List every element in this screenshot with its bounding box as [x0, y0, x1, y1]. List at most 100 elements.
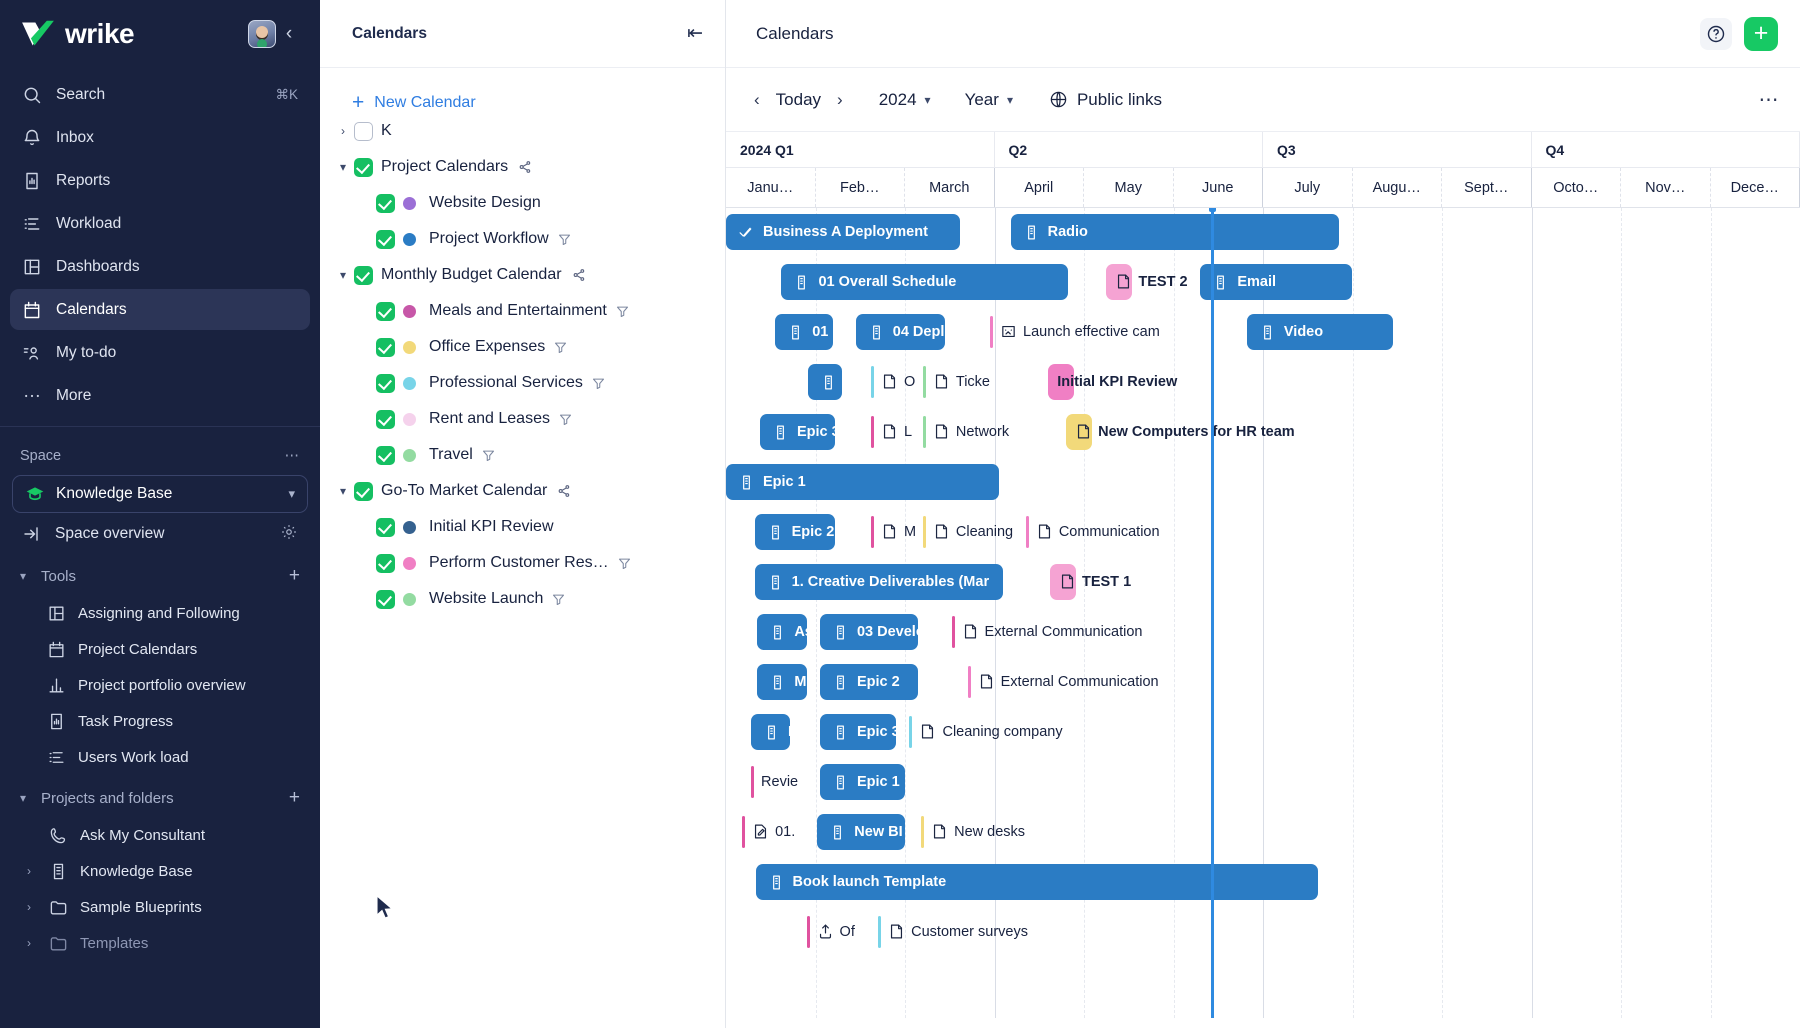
user-avatar[interactable] [248, 20, 276, 48]
milestone-marker[interactable]: Customer surveys [878, 914, 1028, 950]
filter-icon[interactable] [553, 340, 567, 355]
milestone-marker[interactable]: M [870, 514, 916, 550]
chevron-right-icon[interactable]: › [27, 900, 31, 914]
nav-item-workload[interactable]: Workload [10, 203, 310, 244]
gantt-bar[interactable]: Epic 2 [754, 514, 836, 550]
space-overview-item[interactable]: Space overview [10, 515, 310, 553]
space-more-icon[interactable]: ⋯ [284, 448, 300, 464]
share-icon[interactable] [571, 267, 587, 283]
share-icon[interactable] [556, 483, 572, 499]
nav-item-my-to-do[interactable]: My to-do [10, 332, 310, 373]
view-selector[interactable]: Year ▾ [965, 90, 1013, 110]
calendar-item-checkbox[interactable] [376, 409, 395, 429]
calendar-item-professional-services[interactable]: Professional Services [320, 365, 725, 401]
milestone-marker[interactable]: External Communication [951, 614, 1143, 650]
tool-item-assigning-and-following[interactable]: Assigning and Following [10, 595, 310, 631]
filter-icon[interactable] [551, 592, 565, 607]
milestone-marker[interactable]: 01. [742, 814, 795, 850]
nav-item-dashboards[interactable]: Dashboards [10, 246, 310, 287]
gantt-bar[interactable]: 03 Develo [819, 614, 919, 650]
milestone-marker[interactable]: Revie [751, 764, 798, 800]
collapse-nav-icon[interactable]: ‹ [285, 23, 293, 44]
next-period-button[interactable]: › [837, 89, 843, 109]
calendar-item-checkbox[interactable] [376, 589, 395, 609]
gantt-bar[interactable]: 01 Overall Schedule [781, 264, 1068, 300]
nav-item-reports[interactable]: Reports [10, 160, 310, 201]
chevron-right-icon[interactable]: › [27, 936, 31, 950]
calendar-item-travel[interactable]: Travel [320, 437, 725, 473]
nav-item-search[interactable]: Search⌘K [10, 74, 310, 115]
calendar-item-initial-kpi-review[interactable]: Initial KPI Review [320, 509, 725, 545]
milestone-marker[interactable]: O [870, 364, 915, 400]
calendar-item-office-expenses[interactable]: Office Expenses [320, 329, 725, 365]
filter-icon[interactable] [558, 412, 572, 427]
chevron-down-icon[interactable]: ▾ [339, 268, 347, 282]
calendar-item-checkbox[interactable] [376, 553, 395, 573]
milestone-marker[interactable]: Communication [1025, 514, 1160, 550]
chevron-right-icon[interactable]: › [341, 124, 345, 138]
calendar-group-go-to-market-calendar[interactable]: ▾Go-To Market Calendar [320, 473, 725, 509]
gantt-bar[interactable]: Epic 1 [726, 464, 999, 500]
wrike-logo[interactable]: wrike [20, 18, 248, 50]
gantt-bar[interactable]: Email [1200, 264, 1353, 300]
gantt-bar[interactable]: As [757, 614, 807, 650]
filter-icon[interactable] [591, 376, 605, 391]
nav-item-more[interactable]: More [10, 375, 310, 416]
space-selector[interactable]: Knowledge Base ▾ [12, 475, 308, 513]
tools-group-header[interactable]: ▾ Tools + [10, 557, 310, 595]
calendar-group-checkbox[interactable] [354, 157, 373, 177]
calendar-item-checkbox[interactable] [376, 517, 395, 537]
new-calendar-button[interactable]: + New Calendar [352, 92, 725, 113]
tool-item-project-calendars[interactable]: Project Calendars [10, 631, 310, 667]
year-selector[interactable]: 2024 ▾ [879, 90, 931, 110]
calendar-group-monthly-budget-calendar[interactable]: ▾Monthly Budget Calendar [320, 257, 725, 293]
tool-item-project-portfolio-overview[interactable]: Project portfolio overview [10, 667, 310, 703]
calendar-event-chip[interactable]: TEST 1 [1049, 564, 1140, 600]
milestone-marker[interactable]: Cleaning [922, 514, 1013, 550]
gantt-bar[interactable]: Epic 1 [819, 764, 905, 800]
calendar-group-checkbox[interactable] [354, 481, 373, 501]
gantt-bar[interactable]: 04 Deploy [855, 314, 946, 350]
project-item-ask-my-consultant[interactable]: Ask My Consultant [10, 817, 310, 853]
calendar-item-checkbox[interactable] [376, 193, 395, 213]
add-tool-icon[interactable]: + [288, 565, 300, 586]
prev-period-button[interactable]: ‹ [754, 89, 760, 109]
calendar-item-meals-and-entertainment[interactable]: Meals and Entertainment [320, 293, 725, 329]
create-button[interactable]: + [1744, 16, 1778, 51]
filter-icon[interactable] [615, 304, 629, 319]
tool-item-task-progress[interactable]: Task Progress [10, 703, 310, 739]
share-icon[interactable] [517, 159, 533, 175]
calendar-item-rent-and-leases[interactable]: Rent and Leases [320, 401, 725, 437]
calendar-item-website-launch[interactable]: Website Launch [320, 581, 725, 617]
calendar-group-project-calendars[interactable]: ▾Project Calendars [320, 149, 725, 185]
gantt-bar[interactable]: Radio [1010, 214, 1340, 250]
gantt-bar[interactable]: Ba [751, 714, 791, 750]
tool-item-users-work-load[interactable]: Users Work load [10, 739, 310, 775]
milestone-marker[interactable]: Of [806, 914, 855, 950]
toolbar-more-icon[interactable]: ⋯ [1758, 89, 1780, 111]
gantt-bar[interactable]: M [757, 664, 807, 700]
calendar-item-website-design[interactable]: Website Design [320, 185, 725, 221]
project-item-knowledge-base[interactable]: ›Knowledge Base [10, 853, 310, 889]
today-button[interactable]: Today [775, 89, 822, 109]
add-project-icon[interactable]: + [288, 787, 300, 808]
calendar-item-checkbox[interactable] [376, 337, 395, 357]
gantt-bar[interactable]: Epic 2 [819, 664, 919, 700]
public-links-button[interactable]: Public links [1049, 90, 1162, 110]
calendar-group-checkbox[interactable] [354, 265, 373, 285]
calendar-item-project-workflow[interactable]: Project Workflow [320, 221, 725, 257]
calendar-event-chip[interactable]: New Computers for HR team [1066, 414, 1304, 450]
collapse-panel-icon[interactable]: ⇤ [687, 23, 703, 44]
gantt-bar[interactable]: New BI [817, 814, 905, 850]
gantt-bar[interactable]: Epic 3 [760, 414, 836, 450]
milestone-marker[interactable]: Launch effective cam [990, 314, 1160, 350]
help-button[interactable] [1700, 17, 1732, 50]
gantt-bar[interactable]: 01 Initia [775, 314, 834, 350]
milestone-marker[interactable]: Cleaning company [909, 714, 1063, 750]
calendar-item-checkbox[interactable] [376, 301, 395, 321]
calendar-item-checkbox[interactable] [376, 373, 395, 393]
milestone-marker[interactable]: New desks [921, 814, 1025, 850]
milestone-marker[interactable]: Network [922, 414, 1009, 450]
gantt-bar[interactable]: 02 [808, 364, 843, 400]
gantt-bar[interactable]: 1. Creative Deliverables (Mar [754, 564, 1004, 600]
